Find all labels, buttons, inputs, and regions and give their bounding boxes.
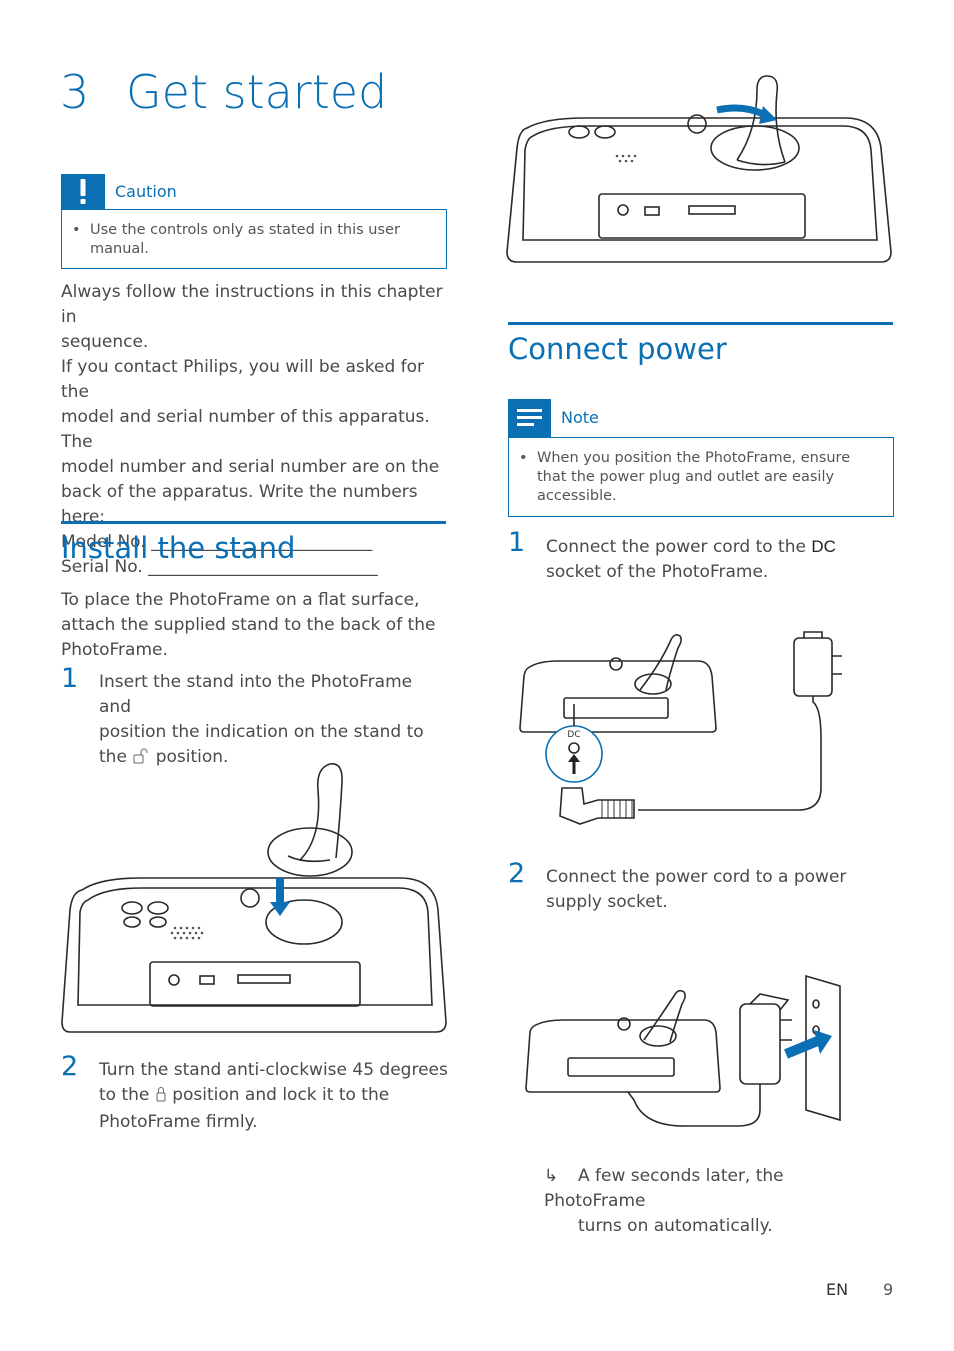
serial-no-line: Serial No. ___________________________ [61,557,378,577]
step-number: 1 [508,527,526,558]
intro-line: sequence. [61,332,149,352]
intro-line: Always follow the instructions in this c… [61,282,443,327]
install-step1-text: Insert the stand into the PhotoFrame and… [99,670,449,772]
bullet-icon: • [519,450,528,466]
install-intro-line: To place the PhotoFrame on a flat surfac… [61,590,420,610]
install-step2-text: Turn the stand anti-clockwise 45 degrees… [99,1058,449,1135]
step-line: Turn the stand anti-clockwise 45 degrees [99,1060,448,1080]
install-intro-line: PhotoFrame. [61,640,168,660]
section-rule [508,322,893,325]
exclamation-icon [61,174,105,209]
step-line: socket of the PhotoFrame. [546,562,769,582]
note-item: When you position the PhotoFrame, ensure… [537,450,851,504]
stand-insert-illustration [61,763,447,1033]
bullet-icon: • [72,222,81,238]
chapter-title: Get started [126,65,388,119]
section-title-connect-power: Connect power [508,332,727,366]
step-number: 1 [61,663,79,694]
step-line: position. [155,747,229,767]
note-label: Note [561,408,599,427]
footer-language: EN [826,1280,849,1299]
result-arrow-icon: ↳ [544,1166,559,1186]
step-number: 2 [508,858,526,889]
step-line-prefix: to the [99,1085,150,1105]
result-line: A few seconds later, the PhotoFrame [544,1166,784,1211]
result-line: turns on automatically. [578,1216,773,1236]
connect-step1-text: Connect the power cord to the DC socket … [546,534,886,585]
step-line: supply socket. [546,892,668,912]
step-line: Connect the power cord to the [546,537,806,557]
step-line: Connect the power cord to a power [546,867,847,887]
caution-item: Use the controls only as stated in this … [90,222,400,257]
caution-body: • Use the controls only as stated in thi… [61,209,447,269]
result-text: ↳A few seconds later, the PhotoFrame tur… [544,1164,889,1239]
note-body: • When you position the PhotoFrame, ensu… [508,437,894,517]
section-rule [61,521,446,524]
step-number: 2 [61,1051,79,1082]
dc-connect-illustration: DC [519,631,842,825]
intro-line: model number and serial number are on th… [61,457,440,477]
chapter-number: 3 [60,65,90,119]
step-line: position the indication on the stand to [99,722,424,742]
note-icon [508,399,551,437]
intro-line: model and serial number of this apparatu… [61,407,430,452]
step-line: position and lock it to the [172,1085,390,1105]
intro-paragraph: Always follow the instructions in this c… [61,280,451,580]
step-line: PhotoFrame firmly. [99,1112,258,1132]
step-line: Insert the stand into the PhotoFrame and [99,672,413,717]
connect-step2-text: Connect the power cord to a power supply… [546,865,886,915]
unlock-icon [132,747,150,772]
install-intro-line: attach the supplied stand to the back of… [61,615,436,635]
install-intro: To place the PhotoFrame on a flat surfac… [61,588,451,663]
step-line-prefix: the [99,747,127,767]
page-number: 9 [883,1280,894,1299]
stand-rotate-illustration [506,75,892,263]
wall-socket-illustration [525,974,841,1127]
caution-label: Caution [115,182,177,201]
dc-label: DC [567,730,580,740]
note-header: Note [508,399,894,437]
intro-line: If you contact Philips, you will be aske… [61,357,425,402]
caution-header: Caution [61,174,447,209]
dc-keyword: DC [811,537,836,556]
model-no-line: Model No. __________________________ [61,532,373,552]
lock-icon [155,1085,167,1110]
section-title-install-stand: Install the stand [61,531,296,565]
